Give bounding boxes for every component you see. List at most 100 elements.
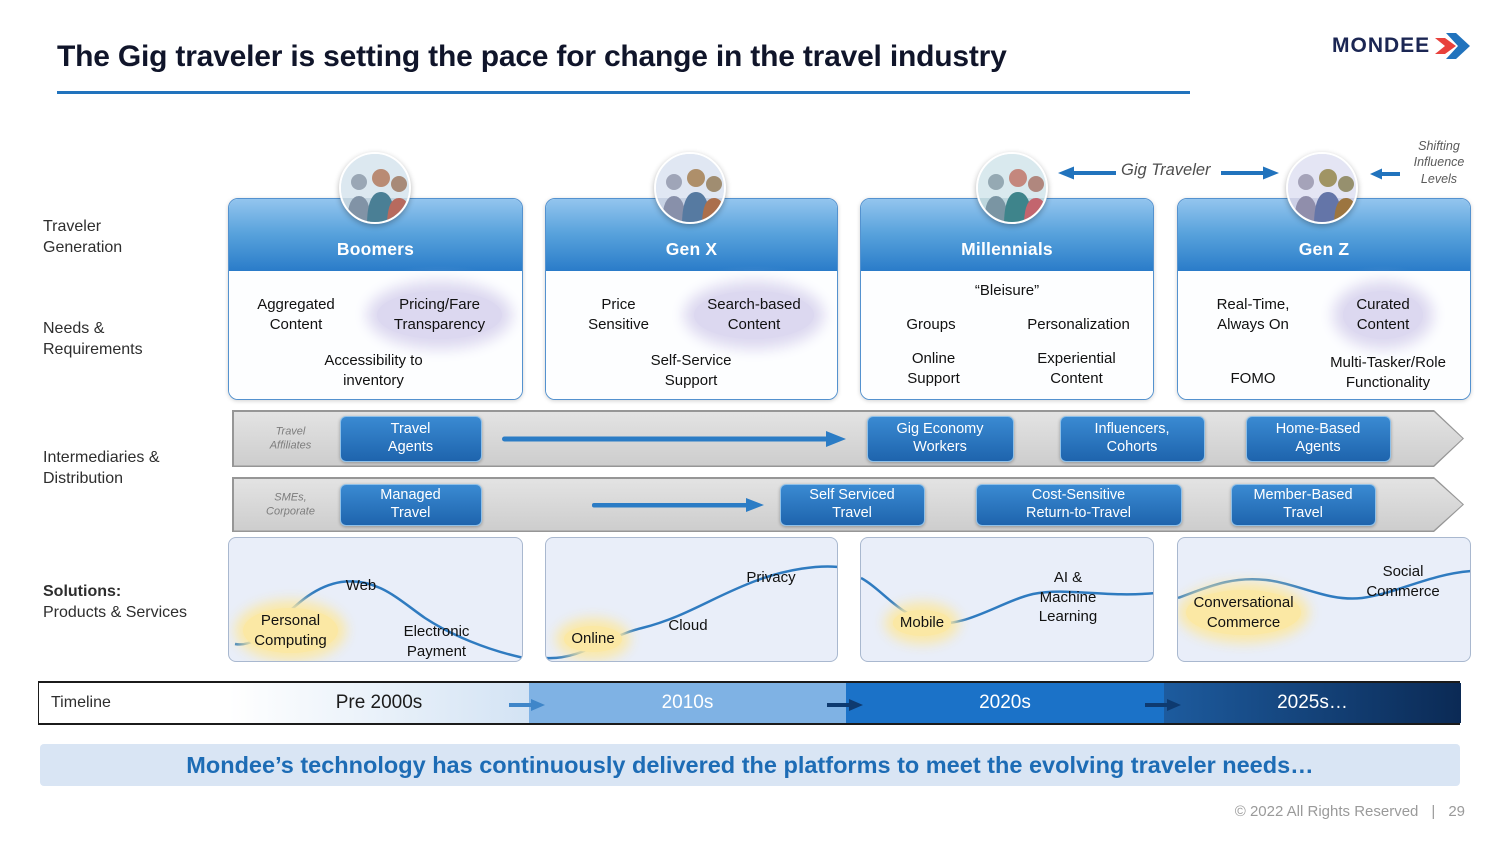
solution-item: AI & Machine Learning — [1038, 569, 1098, 625]
band-arrow-shape: Travel Affiliates Travel Agents Gig Econ… — [232, 410, 1464, 467]
gig-traveler-label: Gig Traveler — [1121, 161, 1211, 179]
boomers-avatar-illustration — [341, 154, 409, 222]
footer: © 2022 All Rights Reserved | 29 — [1235, 803, 1465, 820]
need-item: Multi-Tasker/Role Functionality — [1330, 354, 1446, 391]
solution-item: Web — [345, 577, 377, 594]
row-label-solutions-title: Solutions: — [43, 583, 122, 600]
solutions-genz: Conversational Commerce Social Commerce — [1177, 537, 1471, 662]
solution-item-highlighted: Online — [564, 626, 622, 652]
mondee-logo-text: MONDEE — [1332, 34, 1431, 57]
column-millennials: Millennials “Bleisure” Groups Personaliz… — [860, 198, 1154, 400]
need-item: Price Sensitive — [588, 296, 649, 333]
need-item: Aggregated Content — [257, 296, 335, 333]
row-label-needs-requirements: Needs & Requirements — [43, 320, 143, 359]
need-item: Accessibility to inventory — [324, 352, 423, 389]
page-number: 29 — [1448, 803, 1465, 820]
band1-flow-arrow-icon — [502, 430, 846, 448]
timeline-segment-2010s: 2010s — [529, 683, 846, 723]
band-box-influencers-cohorts: Influencers, Cohorts — [1060, 416, 1205, 462]
solution-item: Cloud — [668, 617, 708, 634]
need-item: Online Support — [907, 350, 960, 387]
footer-separator: | — [1431, 803, 1436, 820]
solutions-genx: Privacy Online Cloud — [545, 537, 838, 662]
need-item: Groups — [906, 316, 956, 333]
row-label-solutions-sub: Products & Services — [43, 604, 188, 622]
timeline-segment-2025s: 2025s… — [1164, 683, 1461, 723]
mondee-logo-icon — [1435, 33, 1471, 59]
need-item-highlighted: Pricing/Fare Transparency — [377, 291, 502, 339]
band-box-label: Cost-Sensitive Return-to-Travel — [1025, 486, 1132, 521]
band2-side-label: SMEs, Corporate — [266, 491, 315, 518]
intermediaries-band-2: SMEs, Corporate Managed Travel Self Serv… — [232, 477, 1464, 532]
band-box-label: Gig Economy Workers — [896, 420, 984, 455]
genz-avatar-illustration — [1288, 154, 1356, 222]
band1-side-label: Travel Affiliates — [269, 425, 312, 452]
trend-curve-icon — [861, 576, 1153, 625]
need-item: “Bleisure” — [974, 282, 1040, 299]
band-box-label: Travel Agents — [387, 420, 434, 455]
need-item: Self-Service Support — [650, 352, 732, 389]
row-label-traveler-generation: Traveler Generation — [43, 218, 123, 257]
band-box-travel-agents: Travel Agents — [340, 416, 482, 462]
need-item: Real-Time, Always On — [1216, 296, 1290, 333]
bottom-banner: Mondee’s technology has continuously del… — [40, 744, 1460, 786]
genx-avatar — [654, 152, 726, 224]
genx-avatar-illustration — [656, 154, 724, 222]
millennials-needs: “Bleisure” Groups Personalization Online… — [861, 271, 1153, 399]
band2-flow-arrow-icon — [592, 497, 764, 513]
need-item-highlighted: Search-based Content — [694, 291, 814, 339]
solutions-millennials: Mobile AI & Machine Learning — [860, 537, 1154, 662]
timeline: Timeline Pre 2000s 2010s 2020s 2025s… — [38, 681, 1461, 725]
shifting-influence-label: Shifting Influence Levels — [1413, 139, 1465, 186]
band-arrow-shape: SMEs, Corporate Managed Travel Self Serv… — [232, 477, 1464, 532]
band-box-managed-travel: Managed Travel — [340, 484, 482, 526]
gig-traveler-arrow-right-icon — [1221, 166, 1279, 180]
column-genx: Gen X Price Sensitive Search-based Conte… — [545, 198, 838, 400]
need-item: Experiential Content — [1037, 350, 1116, 387]
timeline-arrow-icon — [509, 699, 545, 711]
band-box-label: Managed Travel — [380, 486, 441, 521]
boomers-needs: Aggregated Content Pricing/Fare Transpar… — [229, 271, 522, 399]
solution-item: Electronic Payment — [403, 623, 470, 660]
band-box-label: Home-Based Agents — [1275, 420, 1361, 455]
genx-needs: Price Sensitive Search-based Content Sel… — [546, 271, 837, 399]
boomers-avatar — [339, 152, 411, 224]
row-label-solutions: Solutions: Products & Services — [43, 581, 218, 623]
band-box-label: Self Serviced Travel — [809, 486, 895, 521]
band-box-gig-economy-workers: Gig Economy Workers — [867, 416, 1014, 462]
solution-item-highlighted: Personal Computing — [243, 608, 338, 653]
solution-item-highlighted: Conversational Commerce — [1186, 590, 1301, 635]
timeline-arrow-icon — [1145, 699, 1181, 711]
title-underline — [57, 91, 1190, 94]
column-boomers: Boomers Aggregated Content Pricing/Fare … — [228, 198, 523, 400]
millennials-avatar — [976, 152, 1048, 224]
millennials-avatar-illustration — [978, 154, 1046, 222]
need-item-highlighted: Curated Content — [1343, 291, 1423, 339]
timeline-segment-2020s: 2020s — [846, 683, 1164, 723]
band-box-self-serviced-travel: Self Serviced Travel — [780, 484, 925, 526]
band-box-home-based-agents: Home-Based Agents — [1246, 416, 1391, 462]
genz-needs: Real-Time, Always On Curated Content FOM… — [1178, 271, 1470, 399]
solution-item-highlighted: Mobile — [893, 610, 951, 636]
shifting-influence-arrow-icon — [1370, 168, 1400, 180]
intermediaries-band-1: Travel Affiliates Travel Agents Gig Econ… — [232, 410, 1464, 467]
solution-item: Privacy — [746, 569, 796, 586]
mondee-logo: MONDEE — [1332, 33, 1471, 59]
column-genz: Gen Z Real-Time, Always On Curated Conte… — [1177, 198, 1471, 400]
band-box-cost-sensitive-return: Cost-Sensitive Return-to-Travel — [976, 484, 1182, 526]
need-item: Personalization — [1027, 316, 1130, 333]
band-box-member-based-travel: Member-Based Travel — [1231, 484, 1376, 526]
row-label-intermediaries-distribution: Intermediaries & Distribution — [43, 449, 160, 488]
band-box-label: Member-Based Travel — [1253, 486, 1353, 521]
copyright-text: © 2022 All Rights Reserved — [1234, 803, 1419, 820]
solutions-boomers: Web Personal Computing Electronic Paymen… — [228, 537, 523, 662]
trend-curve-icon — [1178, 569, 1470, 600]
need-item: FOMO — [1230, 370, 1276, 387]
band-box-label: Influencers, Cohorts — [1094, 420, 1170, 455]
timeline-segment-pre2000s: Pre 2000s — [229, 683, 529, 723]
solution-item: Social Commerce — [1366, 563, 1440, 600]
timeline-arrow-icon — [827, 699, 863, 711]
gig-traveler-arrow-left-icon — [1058, 166, 1116, 180]
genz-avatar — [1286, 152, 1358, 224]
